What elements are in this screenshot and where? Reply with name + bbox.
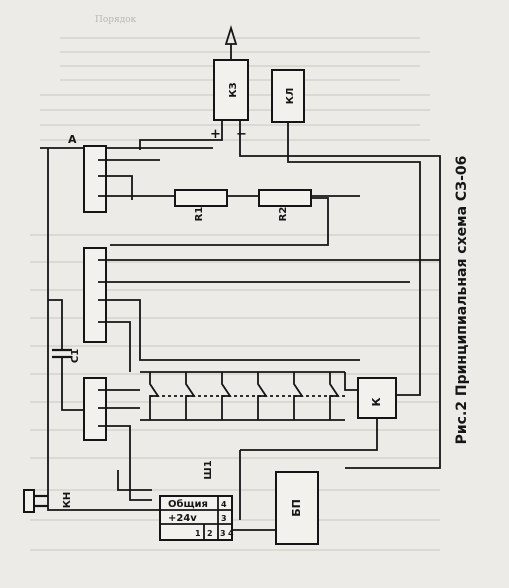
label-a: А [68, 133, 77, 146]
switch-array [149, 372, 345, 420]
terminal-common: Общия [168, 498, 208, 510]
terminal-pin-1: 1 [195, 529, 201, 538]
label-r1: R1 [194, 207, 205, 222]
terminal-pin-r4: 4 [221, 500, 227, 509]
terminal-pin-r3: 3 [221, 514, 227, 523]
wiring [23, 120, 441, 531]
label-r2: R2 [278, 207, 289, 222]
label-bp: БП [290, 499, 303, 517]
terminal-voltage: +24v [168, 513, 197, 524]
terminal-pin-4: 4 [228, 529, 234, 538]
power-supply: БП [275, 471, 319, 545]
label-plus: + [210, 127, 221, 142]
label-c1: С1 [70, 349, 81, 363]
label-kn: КН [62, 492, 73, 509]
figure-caption: Рис.2 Принципиальная схема СЗ-06 [454, 156, 470, 445]
terminal-pin-2: 2 [207, 529, 213, 538]
lamp-kl: КЛ [271, 69, 305, 123]
label-kz: КЗ [228, 82, 239, 97]
terminal-pin-3: 3 [220, 529, 226, 538]
probe-kz: КЗ [213, 24, 249, 121]
header-text: Порядок [95, 15, 137, 25]
label-minus: − [236, 127, 247, 142]
label-sh: Ш1 [203, 460, 214, 479]
label-kl: КЛ [285, 88, 296, 104]
label-k: К [370, 398, 383, 407]
terminal-block: Общия +24v 4 3 1 2 3 4 [159, 495, 234, 541]
